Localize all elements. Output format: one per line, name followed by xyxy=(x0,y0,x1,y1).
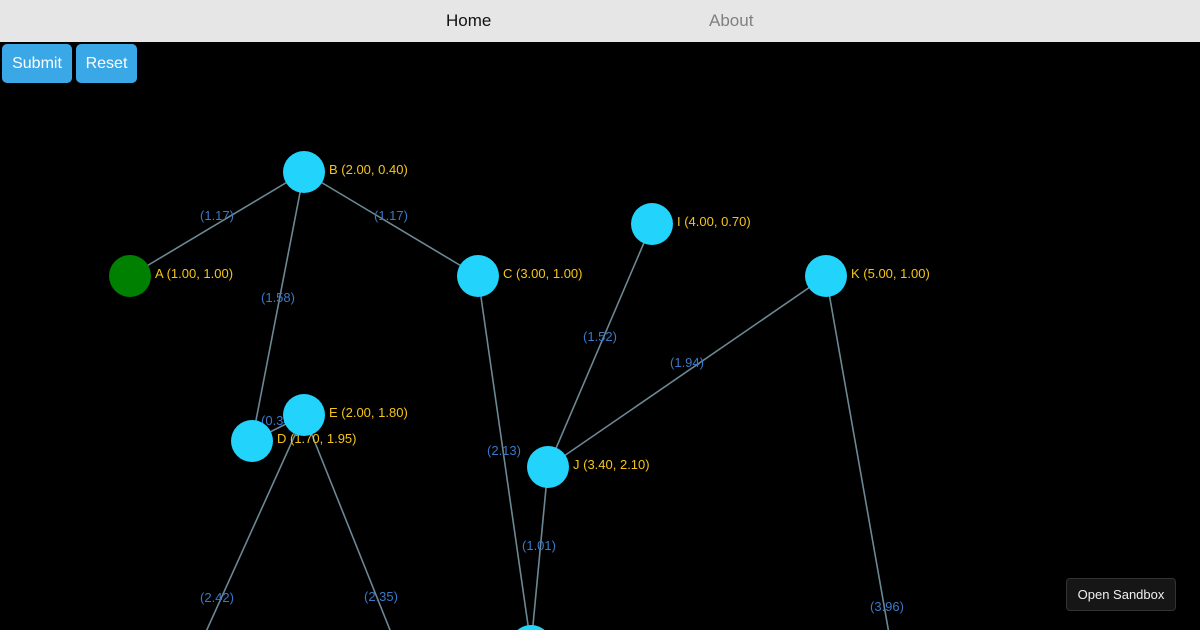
node-label: B (2.00, 0.40) xyxy=(329,162,408,177)
node-circle[interactable] xyxy=(283,151,325,193)
edge-K-J xyxy=(547,275,827,468)
node-circle[interactable] xyxy=(283,394,325,436)
edge-weight-label: (2.42) xyxy=(200,590,234,605)
submit-button[interactable]: Submit xyxy=(2,44,72,83)
edge-weight-label: (1.01) xyxy=(522,538,556,553)
node-J[interactable]: J (3.40, 2.10) xyxy=(527,446,650,488)
top-nav: Home About xyxy=(0,0,1200,42)
node-B[interactable]: B (2.00, 0.40) xyxy=(283,151,408,193)
node-label: I (4.00, 0.70) xyxy=(677,214,751,229)
open-sandbox-button[interactable]: Open Sandbox xyxy=(1066,578,1176,611)
node-label: J (3.40, 2.10) xyxy=(573,457,650,472)
nodes-layer: A (1.00, 1.00) B (2.00, 0.40) C (3.00, 1.0… xyxy=(109,151,930,630)
node-I[interactable]: I (4.00, 0.70) xyxy=(631,203,751,245)
edge-weight-label: (2.35) xyxy=(364,589,398,604)
edge-E-offscreen-right xyxy=(303,414,391,630)
edge-weight-label: (1.58) xyxy=(261,290,295,305)
edge-A-B xyxy=(129,171,305,277)
node-K[interactable]: K (5.00, 1.00) xyxy=(805,255,930,297)
node-circle[interactable] xyxy=(805,255,847,297)
reset-button[interactable]: Reset xyxy=(76,44,137,83)
node-C[interactable]: C (3.00, 1.00) xyxy=(457,255,583,297)
edge-weight-label: (1.52) xyxy=(583,329,617,344)
edge-weight-label: (3.96) xyxy=(870,599,904,614)
nav-about-link[interactable]: About xyxy=(709,11,754,30)
node-E[interactable]: E (2.00, 1.80) xyxy=(283,394,408,436)
edge-weight-label: (1.94) xyxy=(670,355,704,370)
edge-B-D xyxy=(251,171,305,442)
node-label: D (1.70, 1.95) xyxy=(277,431,357,446)
node-bottom[interactable] xyxy=(510,625,552,630)
edge-C-bottom xyxy=(477,275,530,630)
edge-E-offscreen-left xyxy=(205,414,305,630)
edge-weight-label: (1.17) xyxy=(374,208,408,223)
node-circle[interactable] xyxy=(457,255,499,297)
edge-B-C xyxy=(303,171,479,277)
node-label: C (3.00, 1.00) xyxy=(503,266,583,281)
edge-J-bottom xyxy=(531,466,549,630)
node-A[interactable]: A (1.00, 1.00) xyxy=(109,255,233,297)
node-label: E (2.00, 1.80) xyxy=(329,405,408,420)
node-label: A (1.00, 1.00) xyxy=(155,266,233,281)
edge-weight-label: (2.13) xyxy=(487,443,521,458)
node-circle[interactable] xyxy=(527,446,569,488)
edge-weight-label: (1.17) xyxy=(200,208,234,223)
edge-K-offscreen xyxy=(825,275,890,630)
node-label: K (5.00, 1.00) xyxy=(851,266,930,281)
nav-home-link[interactable]: Home xyxy=(446,11,492,30)
edge-I-J xyxy=(547,223,653,468)
node-circle[interactable] xyxy=(510,625,552,630)
node-circle[interactable] xyxy=(109,255,151,297)
edges-layer xyxy=(129,171,890,630)
node-circle[interactable] xyxy=(631,203,673,245)
edge-labels-layer: (1.17)(1.17)(1.58)(0.34)(2.13)(1.52)(1.9… xyxy=(200,208,904,614)
node-circle[interactable] xyxy=(231,420,273,462)
